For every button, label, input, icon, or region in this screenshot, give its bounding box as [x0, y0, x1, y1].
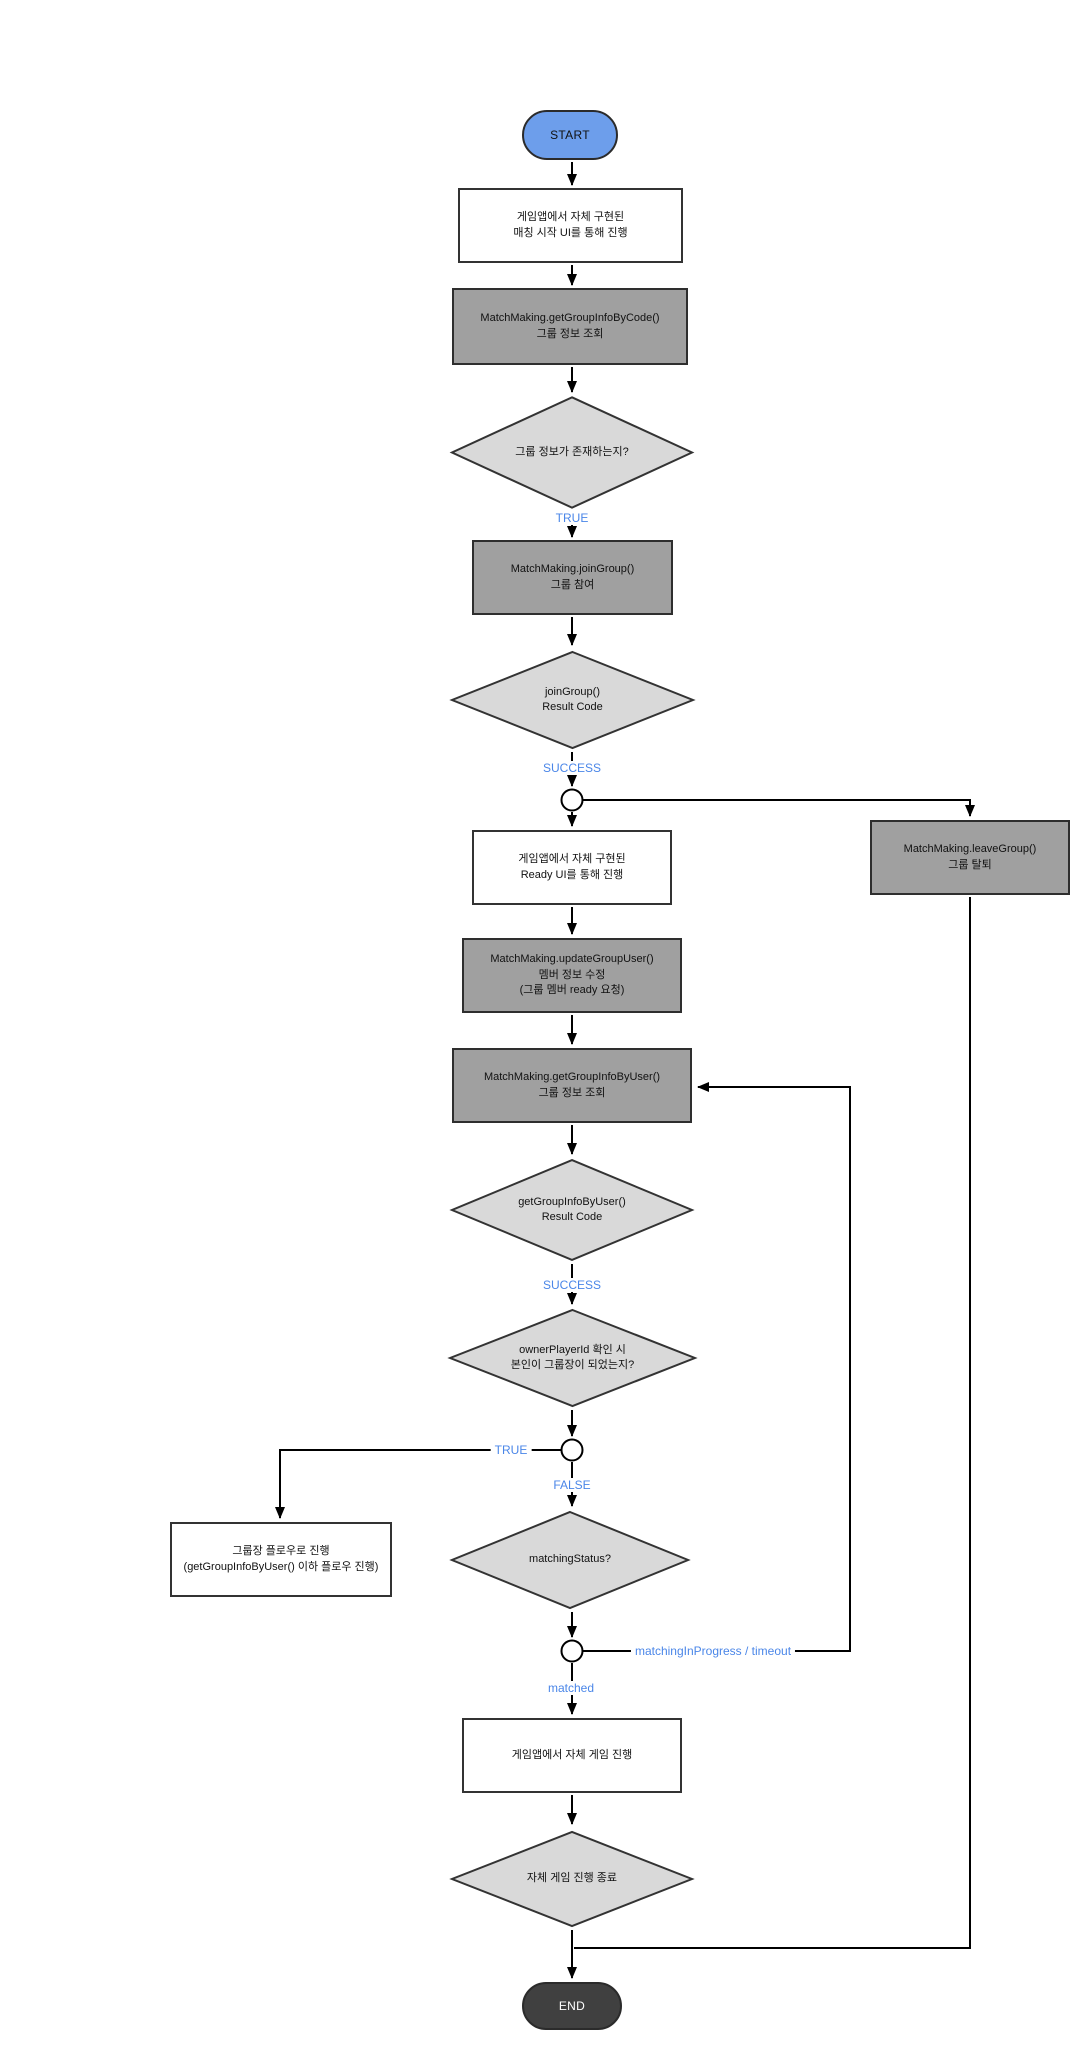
end-label: END	[558, 1998, 586, 2013]
node-get-group-info-by-user: MatchMaking.getGroupInfoByUser() 그룹 정보 조…	[452, 1048, 692, 1123]
node-label: MatchMaking.leaveGroup() 그룹 탈퇴	[903, 843, 1037, 871]
decision-game-end: 자체 게임 진행 종료	[447, 1830, 697, 1928]
node-ready-ui: 게임앱에서 자체 구현된 Ready UI를 통해 진행	[472, 830, 672, 905]
decision-matching-status: matchingStatus?	[447, 1510, 693, 1610]
node-label: 게임앱에서 자체 구현된 매칭 시작 UI를 통해 진행	[513, 211, 628, 239]
edge-label-matching-in-progress: matchingInProgress / timeout	[630, 1644, 796, 1658]
edge-label-matched: matched	[543, 1681, 599, 1695]
connector-circle	[560, 1639, 584, 1663]
node-label: matchingStatus?	[529, 1553, 611, 1566]
node-label: MatchMaking.getGroupInfoByUser() 그룹 정보 조…	[483, 1071, 661, 1099]
node-label: ownerPlayerId 확인 시 본인이 그룹장이 되었는지?	[510, 1343, 635, 1371]
node-get-group-info-by-code: MatchMaking.getGroupInfoByCode() 그룹 정보 조…	[452, 288, 688, 365]
node-label: 그룹 정보가 존재하는지?	[515, 445, 629, 458]
node-leave-group: MatchMaking.leaveGroup() 그룹 탈퇴	[870, 820, 1070, 895]
edge-label-true-owner: TRUE	[490, 1443, 532, 1457]
start-node: START	[522, 110, 618, 160]
node-label: MatchMaking.joinGroup() 그룹 참여	[510, 563, 635, 591]
decision-join-group-result: joinGroup() Result Code	[447, 650, 698, 750]
node-leader-flow: 그룹장 플로우로 진행 (getGroupInfoByUser() 이하 플로우…	[170, 1522, 392, 1597]
node-label: 게임앱에서 자체 구현된 Ready UI를 통해 진행	[518, 853, 626, 881]
node-label: MatchMaking.updateGroupUser() 멤버 정보 수정 (…	[490, 953, 654, 997]
start-label: START	[550, 127, 590, 142]
node-update-group-user: MatchMaking.updateGroupUser() 멤버 정보 수정 (…	[462, 938, 682, 1013]
diamond-shape	[445, 1308, 700, 1408]
decision-group-info-exists: 그룹 정보가 존재하는지?	[447, 395, 697, 510]
diamond-shape	[447, 1158, 697, 1262]
edge-label-success-join: SUCCESS	[538, 761, 606, 775]
node-label: joinGroup() Result Code	[542, 685, 603, 713]
edge-label-success-info: SUCCESS	[538, 1278, 606, 1292]
node-label: 그룹장 플로우로 진행 (getGroupInfoByUser() 이하 플로우…	[183, 1545, 379, 1573]
node-join-group: MatchMaking.joinGroup() 그룹 참여	[472, 540, 673, 615]
decision-get-group-info-by-user-result: getGroupInfoByUser() Result Code	[447, 1158, 697, 1262]
node-label: 게임앱에서 자체 게임 진행	[511, 1748, 633, 1761]
end-node: END	[522, 1982, 622, 2030]
node-label: MatchMaking.getGroupInfoByCode() 그룹 정보 조…	[480, 312, 660, 340]
diamond-shape	[447, 1510, 693, 1610]
edge-group	[275, 162, 975, 1979]
node-matching-start-ui: 게임앱에서 자체 구현된 매칭 시작 UI를 통해 진행	[458, 188, 683, 263]
diamond-shape	[447, 395, 697, 510]
edge-label-true-exists: TRUE	[551, 511, 593, 525]
edge-label-false-owner: FALSE	[549, 1478, 595, 1492]
diamond-shape	[447, 650, 698, 750]
node-game-play: 게임앱에서 자체 게임 진행	[462, 1718, 682, 1793]
diamond-shape	[447, 1830, 697, 1928]
decision-owner-check: ownerPlayerId 확인 시 본인이 그룹장이 되었는지?	[445, 1308, 700, 1408]
connector-circle	[560, 1438, 584, 1462]
node-label: getGroupInfoByUser() Result Code	[518, 1195, 626, 1223]
connector-circle	[560, 788, 584, 812]
node-label: 자체 게임 진행 종료	[526, 1872, 618, 1885]
